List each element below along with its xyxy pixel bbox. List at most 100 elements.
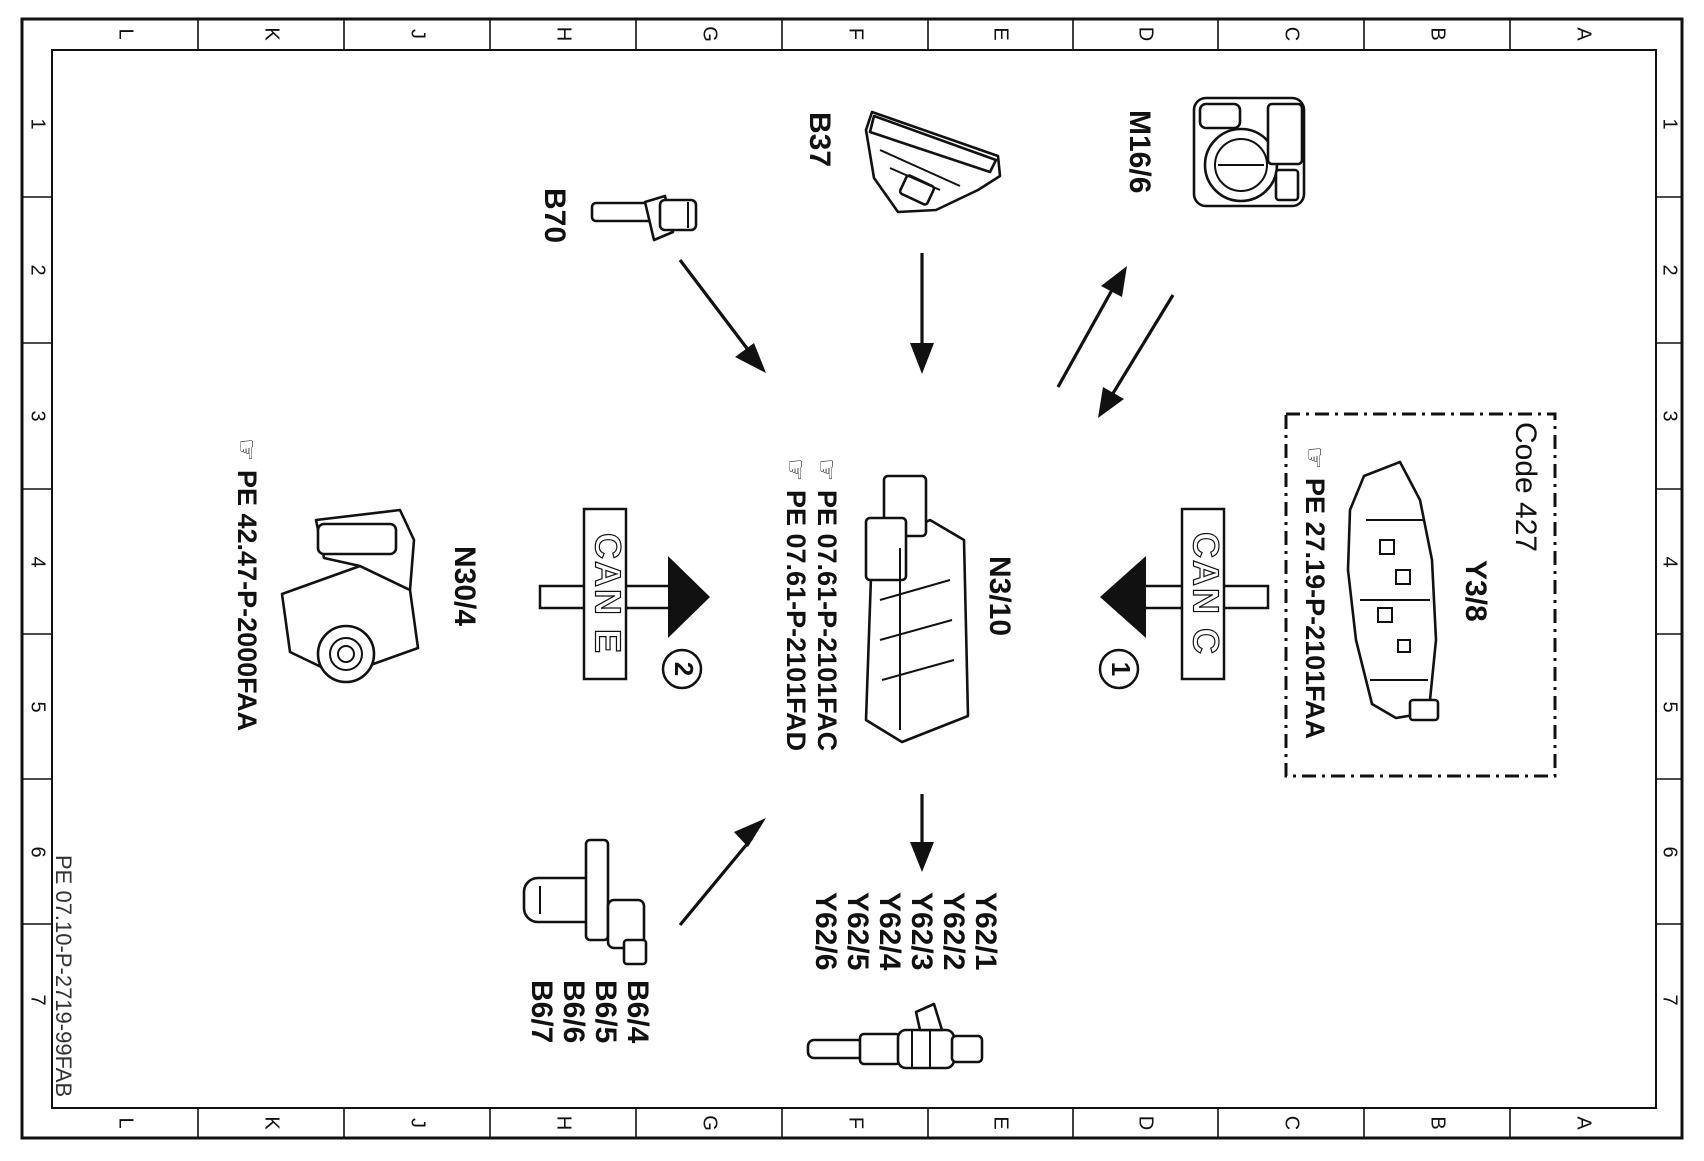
b37-sensor-drawing — [864, 110, 1002, 214]
row-number: 4 — [27, 556, 49, 567]
b6-label-2: B6/5 — [589, 980, 622, 1043]
arrowhead — [1101, 266, 1127, 297]
can-c-label-box — [1180, 507, 1226, 681]
col-letter: C — [1281, 1116, 1303, 1130]
b6-label-3: B6/6 — [557, 980, 590, 1043]
col-letter: F — [845, 28, 867, 40]
y62-label-6: Y62/6 — [809, 892, 842, 970]
column-letters-bottom: L K J H G F E D C B A — [115, 1115, 1595, 1131]
col-letter: H — [553, 1116, 575, 1130]
col-letter: L — [115, 28, 137, 39]
arrow-b70-to-n3-10 — [678, 259, 754, 356]
b70-sensor-drawing — [590, 194, 698, 242]
n30-4-hand-icon: ☞ — [232, 438, 262, 461]
can-e-label: CAN E — [587, 533, 628, 655]
arrowhead — [910, 343, 934, 374]
row-dividers — [22, 196, 1682, 925]
can-c-label: CAN C — [1185, 532, 1226, 656]
y3-8-label: Y3/8 — [1459, 560, 1492, 622]
can-c-marker: 1 — [1106, 662, 1136, 676]
b6-label-4: B6/7 — [525, 980, 558, 1043]
arrowhead — [735, 343, 766, 373]
col-letter: L — [115, 1117, 137, 1128]
m16-6-label: M16/6 — [1123, 110, 1156, 193]
row-number: 6 — [1659, 846, 1681, 857]
col-letter: J — [407, 1118, 429, 1128]
arrowhead — [734, 818, 766, 847]
y62-label-1: Y62/1 — [969, 892, 1002, 970]
row-number: 7 — [1659, 994, 1681, 1005]
n3-10-ref-1: PE 07.61-P-2101FAC — [812, 490, 842, 751]
col-letter: H — [553, 27, 575, 41]
row-numbers-right: 1 2 3 4 5 6 7 — [1659, 118, 1681, 1005]
can-e-marker-circle — [661, 648, 703, 690]
n3-10-ecu-drawing — [864, 474, 970, 744]
col-letter: G — [699, 1115, 721, 1131]
n3-10-hand-icon-2: ☞ — [781, 458, 811, 481]
col-letter: F — [845, 1117, 867, 1129]
row-number: 2 — [1659, 264, 1681, 275]
col-letter: J — [407, 29, 429, 39]
n30-4-unit-drawing — [280, 508, 420, 684]
arrow-n3-10-to-m16-6 — [1056, 289, 1114, 388]
b37-label: B37 — [803, 112, 836, 167]
y62-label-4: Y62/4 — [873, 892, 906, 971]
drawing-id: PE 07.10-P-2719-99FAB — [51, 855, 76, 1097]
component-labels: B70 B37 M16/6 N30/4 ☞ PE 42.47-P-2000FAA… — [232, 110, 1542, 1044]
code-427-box — [1284, 412, 1557, 778]
arrow-m16-6-to-n3-10 — [1110, 294, 1175, 396]
outer-frame — [20, 17, 1684, 1140]
can-e-bus: CAN E 2 — [538, 507, 710, 690]
row-number: 5 — [27, 701, 49, 712]
row-number: 1 — [1659, 118, 1681, 129]
row-number: 4 — [1659, 556, 1681, 567]
b6-label-1: B6/4 — [621, 980, 654, 1044]
row-numbers-left: 1 2 3 4 5 6 7 — [27, 118, 49, 1005]
col-letter: B — [1427, 27, 1449, 40]
col-letter: E — [990, 27, 1012, 40]
n30-4-ref: PE 42.47-P-2000FAA — [232, 470, 262, 731]
b6-sensor-drawing — [522, 838, 648, 966]
arrow-b6-to-n3-10 — [678, 836, 754, 927]
col-letter: C — [1281, 27, 1303, 41]
row-number: 5 — [1659, 701, 1681, 712]
col-letter: B — [1427, 1116, 1449, 1129]
m16-6-throttle-drawing — [1192, 96, 1306, 208]
can-e-arrowhead — [668, 556, 710, 638]
row-number: 6 — [27, 846, 49, 857]
can-c-bus: CAN C 1 — [1098, 507, 1270, 690]
signal-arrows — [678, 253, 1175, 927]
row-number: 3 — [27, 410, 49, 421]
row-number: 1 — [27, 118, 49, 129]
can-c-marker-circle — [1098, 648, 1140, 690]
column-letters-top: L K J H G F E D C B A — [115, 26, 1595, 42]
n3-10-hand-icon-1: ☞ — [812, 458, 842, 481]
col-letter: A — [1573, 27, 1595, 41]
y62-label-3: Y62/3 — [905, 892, 938, 970]
n30-4-label: N30/4 — [448, 546, 481, 626]
n3-10-label: N3/10 — [983, 556, 1016, 636]
arrowhead — [1098, 387, 1124, 418]
y62-injector-drawing — [806, 1002, 984, 1070]
y3-8-valve-body-drawing — [1346, 460, 1440, 722]
col-letter: D — [1135, 1116, 1157, 1130]
col-letter: A — [1573, 1116, 1595, 1130]
col-letter: K — [261, 27, 283, 41]
inner-frame — [51, 49, 1657, 1109]
row-number: 7 — [27, 994, 49, 1005]
y3-8-hand-icon: ☞ — [1300, 446, 1330, 469]
can-c-arrowhead — [1100, 556, 1146, 638]
arrowhead — [910, 842, 934, 872]
y62-label-2: Y62/2 — [937, 892, 970, 970]
row-number: 3 — [1659, 410, 1681, 421]
col-letter: K — [261, 1116, 283, 1130]
row-number: 2 — [27, 264, 49, 275]
col-letter: G — [699, 26, 721, 42]
b70-label: B70 — [538, 188, 571, 243]
y62-label-5: Y62/5 — [841, 892, 874, 970]
column-dividers — [197, 19, 1511, 1138]
col-letter: D — [1135, 27, 1157, 41]
n3-10-ref-2: PE 07.61-P-2101FAD — [781, 490, 811, 751]
